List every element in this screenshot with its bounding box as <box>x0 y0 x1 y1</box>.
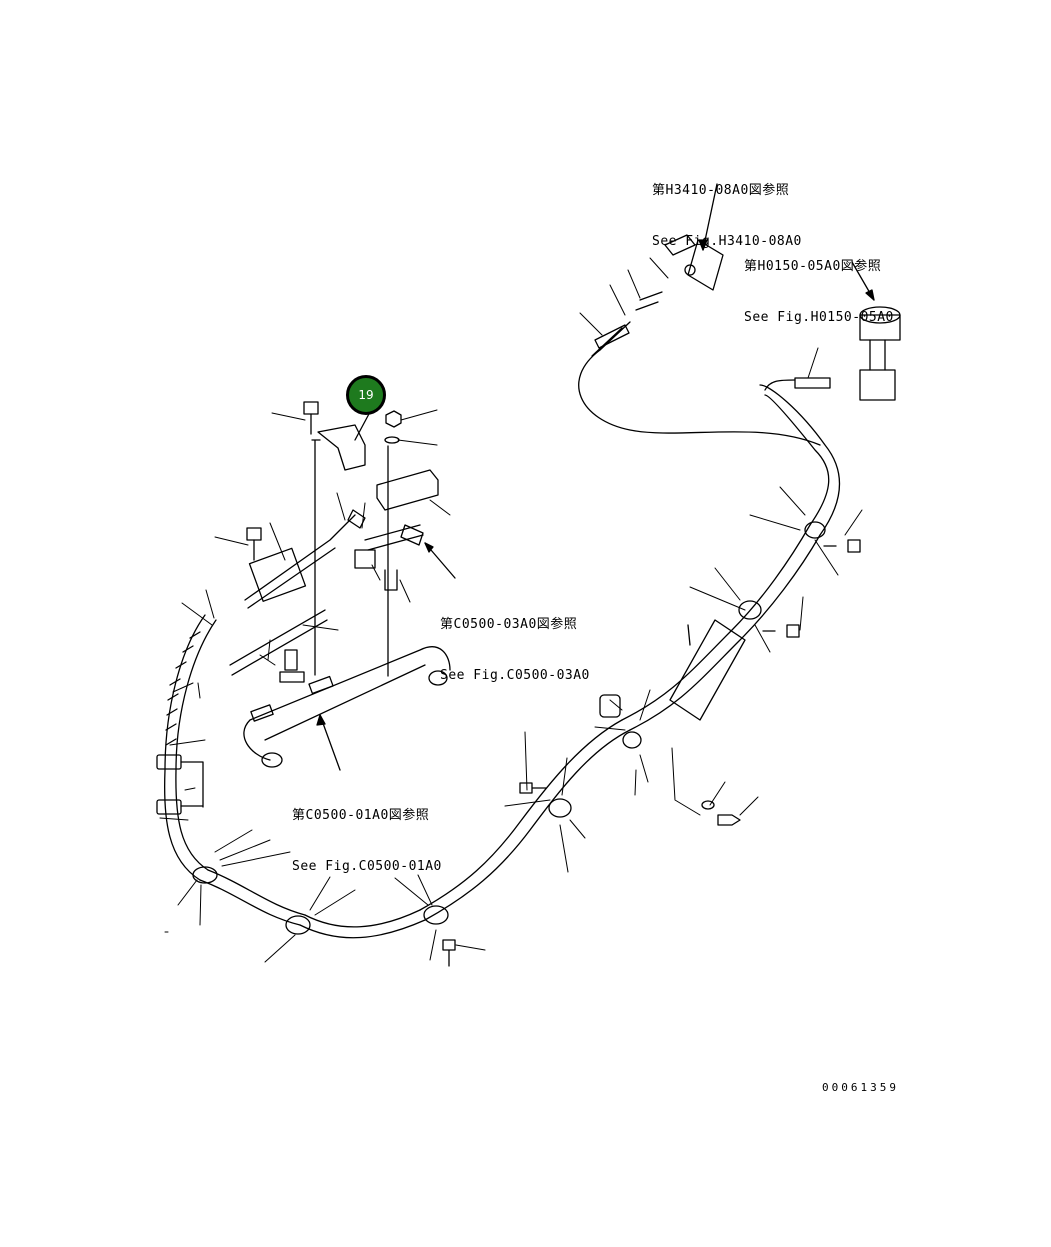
reference-jp: 第C0500-03A0図参照 <box>440 617 578 632</box>
leader-lines <box>159 257 863 963</box>
top-components <box>635 234 901 401</box>
reference-jp: 第C0500-01A0図参照 <box>292 808 430 823</box>
drawing-id: 00061359 <box>822 1081 899 1094</box>
reference-en: See Fig.C0500-03A0 <box>440 668 590 683</box>
reference-jp: 第H3410-08A0図参照 <box>652 183 790 198</box>
reference-jp: 第H0150-05A0図参照 <box>744 259 882 274</box>
callout-number: 19 <box>358 388 374 402</box>
upper-branches <box>229 401 451 768</box>
fasteners <box>442 539 861 967</box>
reference-en: See Fig.H0150-05A0 <box>744 310 894 325</box>
reference-en: See Fig.H3410-08A0 <box>652 234 802 249</box>
harness-left <box>156 614 426 939</box>
clamps <box>192 521 826 935</box>
harness-right <box>419 321 841 921</box>
part-callout-19[interactable]: 19 <box>346 375 386 415</box>
reference-note-h3410: 第H3410-08A0図参照 See Fig.H3410-08A0 <box>652 148 802 284</box>
reference-arrows <box>316 183 875 771</box>
reference-en: See Fig.C0500-01A0 <box>292 859 442 874</box>
reference-note-h0150: 第H0150-05A0図参照 See Fig.H0150-05A0 <box>744 224 894 360</box>
reference-note-c0500-03: 第C0500-03A0図参照 See Fig.C0500-03A0 <box>440 582 590 718</box>
reference-note-c0500-01: 第C0500-01A0図参照 See Fig.C0500-01A0 <box>292 773 442 909</box>
